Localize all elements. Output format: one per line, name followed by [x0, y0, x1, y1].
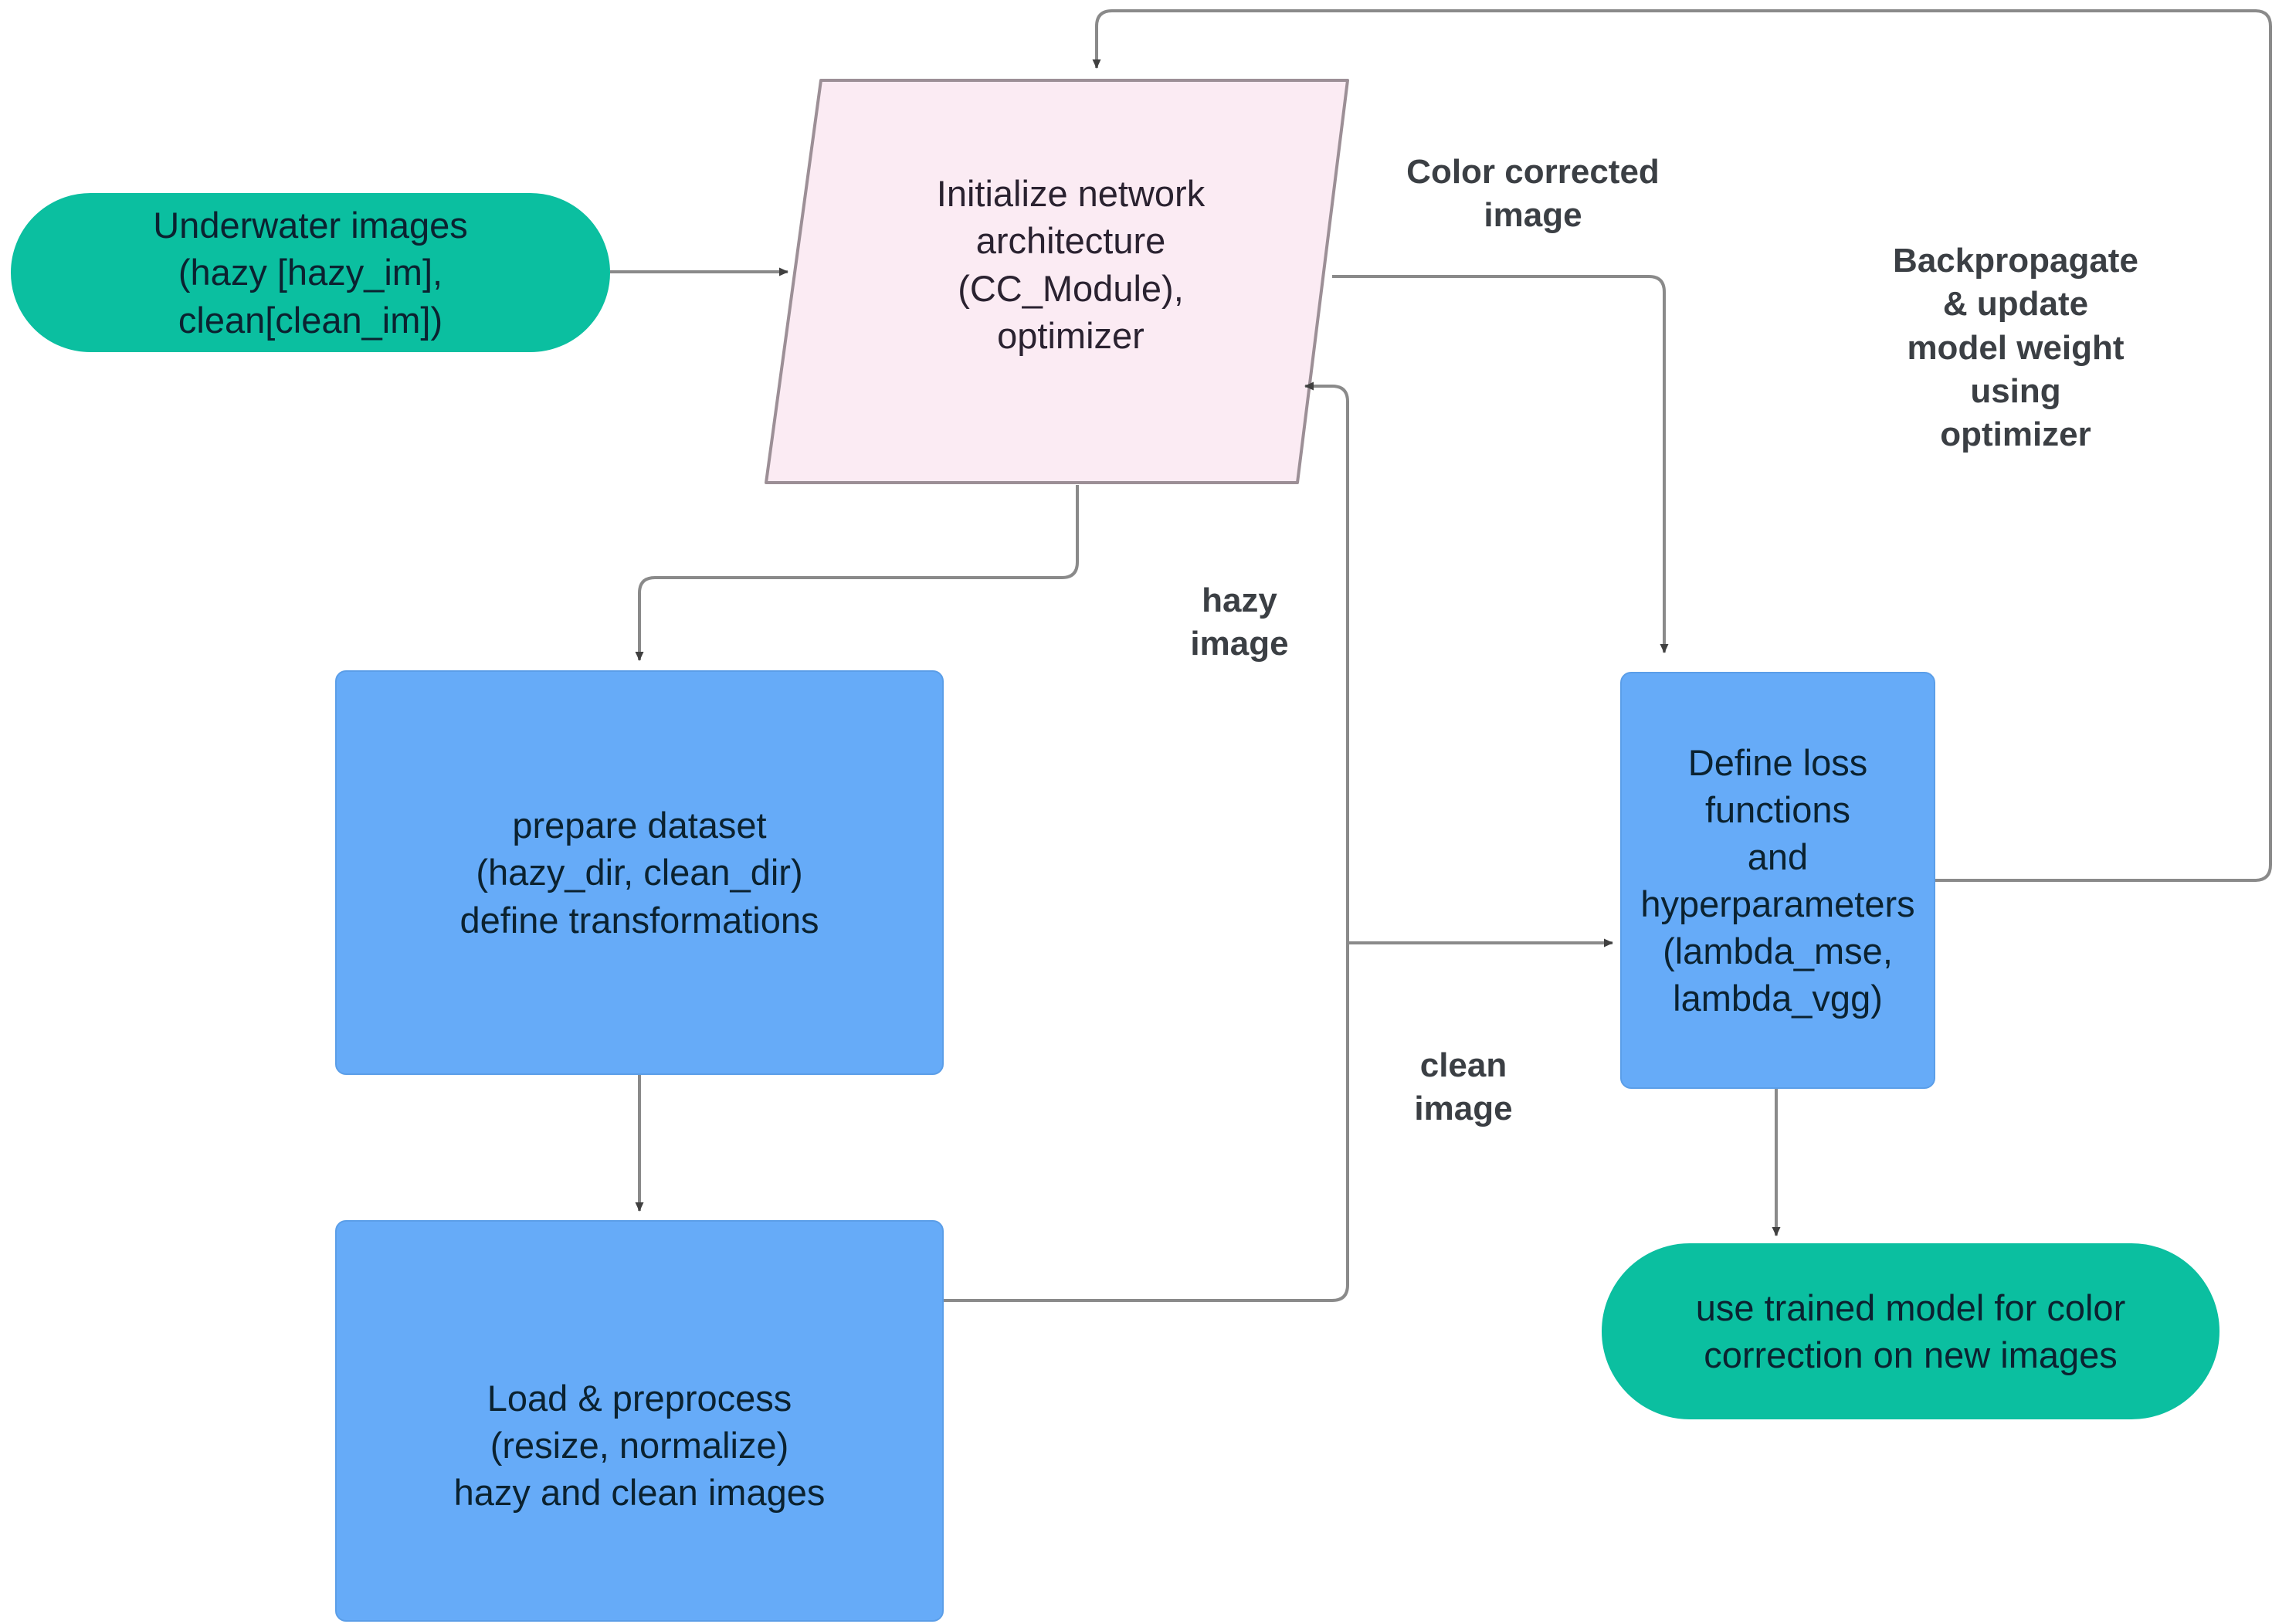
edge-initialize-to-define-loss-color-corrected — [1332, 275, 1669, 653]
edge-label-backpropagate: Backpropagate & update model weight usin… — [1893, 242, 2138, 454]
edge-initialize-to-prepare — [635, 485, 1079, 661]
node-load-preprocess-label: Load & preprocess (resize, normalize) ha… — [453, 1378, 826, 1514]
edge-load-to-initialize-hazy — [944, 381, 1349, 1302]
edge-label-hazy-image: hazy image — [1190, 581, 1289, 663]
node-input-images-label: Underwater images (hazy [hazy_im], clean… — [153, 205, 468, 341]
node-use-trained-model[interactable]: use trained model for color correction o… — [1602, 1243, 2219, 1419]
node-use-trained-model-label: use trained model for color correction o… — [1695, 1287, 2126, 1375]
node-define-loss-label: Define loss functions and hyperparameter… — [1640, 741, 1915, 1019]
node-load-preprocess[interactable]: Load & preprocess (resize, normalize) ha… — [335, 1220, 944, 1622]
node-prepare-dataset-label: prepare dataset (hazy_dir, clean_dir) de… — [459, 805, 819, 941]
node-input-images[interactable]: Underwater images (hazy [hazy_im], clean… — [11, 193, 610, 352]
node-initialize-network[interactable]: Initialize network architecture (CC_Modu… — [766, 80, 1348, 483]
node-initialize-network-label: Initialize network architecture (CC_Modu… — [936, 173, 1206, 356]
edge-label-clean-image: clean image — [1414, 1046, 1513, 1128]
edge-label-color-corrected-image: Color corrected image — [1406, 153, 1660, 235]
node-prepare-dataset[interactable]: prepare dataset (hazy_dir, clean_dir) de… — [335, 670, 944, 1075]
node-define-loss[interactable]: Define loss functions and hyperparameter… — [1620, 672, 1935, 1089]
